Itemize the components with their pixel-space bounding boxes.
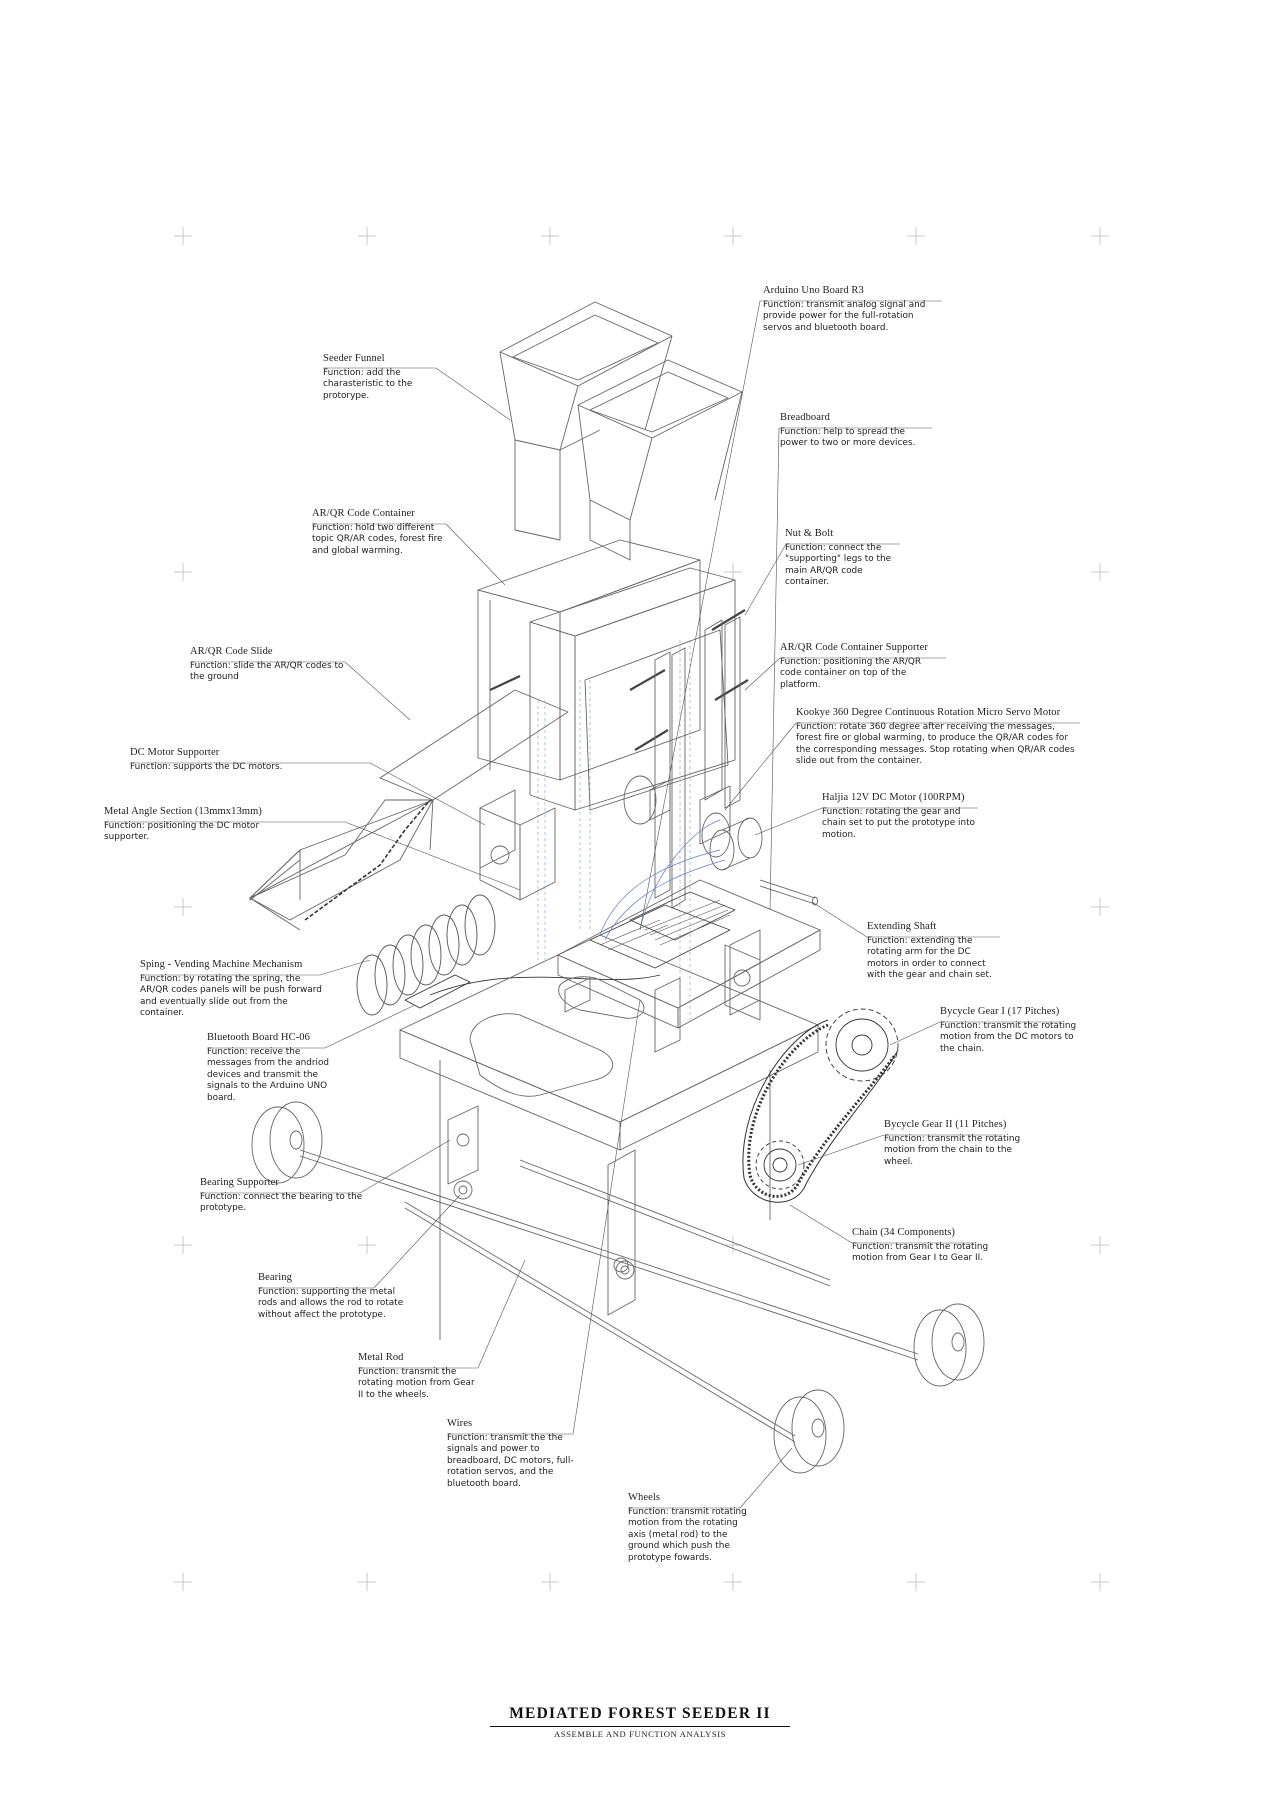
component-description: Function: hold two different topic QR/AR… <box>312 523 443 556</box>
component-description: Function: transmit the the signals and p… <box>447 1433 574 1489</box>
component-description: Function: positioning the DC motor suppo… <box>104 821 260 843</box>
dc-supporter-shape <box>479 789 761 1021</box>
label-bearing-supporter: Bearing Supporter Function: connect the … <box>200 1177 380 1215</box>
metal-rod-shape <box>299 1149 919 1443</box>
component-title: Kookye 360 Degree Continuous Rotation Mi… <box>796 707 1061 718</box>
container-shape <box>477 539 736 811</box>
component-title: Bycycle Gear II (11 Pitches) <box>884 1119 1007 1130</box>
label-container-supporter: AR/QR Code Container Supporter Function:… <box>780 642 945 691</box>
component-description: Function: transmit the rotating motion f… <box>852 1242 989 1264</box>
chain-shape <box>742 1019 899 1203</box>
label-dc-motor: Haljia 12V DC Motor (100RPM) Function: r… <box>822 792 977 841</box>
dc-motor-shape <box>709 817 763 871</box>
guide-lines <box>537 640 691 1020</box>
label-arqr-container: AR/QR Code Container Function: hold two … <box>312 508 452 557</box>
component-title: Bycycle Gear I (17 Pitches) <box>940 1006 1060 1017</box>
component-description: Function: supporting the metal rods and … <box>258 1287 404 1320</box>
component-title: Bearing Supporter <box>200 1177 279 1188</box>
label-seeder-funnel: Seeder Funnel Function: add the charaste… <box>323 353 443 402</box>
component-title: Nut & Bolt <box>785 528 834 539</box>
bluetooth-shape <box>404 974 661 1009</box>
extending-shaft-shape <box>759 879 818 906</box>
label-metal-rod: Metal Rod Function: transmit the rotatin… <box>358 1352 478 1401</box>
document-title: MEDIATED FOREST SEEDER II <box>490 1705 790 1727</box>
component-description: Function: rotating the gear and chain se… <box>822 807 975 840</box>
component-title: Seeder Funnel <box>323 353 385 364</box>
label-nut-bolt: Nut & Bolt Function: connect the "suppor… <box>785 528 900 589</box>
component-title: Arduino Uno Board R3 <box>763 285 864 296</box>
label-bearing: Bearing Function: supporting the metal r… <box>258 1272 408 1321</box>
component-title: Wires <box>447 1418 473 1429</box>
title-block: MEDIATED FOREST SEEDER II ASSEMBLE AND F… <box>490 1705 790 1739</box>
label-gear2: Bycycle Gear II (11 Pitches) Function: t… <box>884 1119 1034 1168</box>
label-arduino: Arduino Uno Board R3 Function: transmit … <box>763 285 943 334</box>
component-description: Function: by rotating the spring, the AR… <box>140 974 322 1019</box>
base-shape <box>399 934 819 1151</box>
component-title: DC Motor Supporter <box>130 747 220 758</box>
registration-marks <box>173 226 1110 1592</box>
component-description: Function: rotate 360 degree after receiv… <box>796 722 1075 767</box>
seeder-funnel-shape <box>499 301 743 561</box>
label-servo: Kookye 360 Degree Continuous Rotation Mi… <box>796 707 1081 768</box>
component-title: Bearing <box>258 1272 292 1283</box>
platform-shape <box>557 879 821 1029</box>
component-description: Function: supports the DC motors. <box>130 762 283 772</box>
component-description: Function: slide the AR/QR codes to the g… <box>190 661 344 683</box>
wheels-shape <box>251 1101 985 1474</box>
label-extending-shaft: Extending Shaft Function: extending the … <box>867 921 1002 982</box>
component-description: Function: transmit the rotating motion f… <box>358 1367 475 1400</box>
component-title: Wheels <box>628 1492 661 1503</box>
component-title: Metal Rod <box>358 1352 404 1363</box>
legs-shape <box>439 1060 771 1340</box>
label-wires: Wires Function: transmit the the signals… <box>447 1418 577 1490</box>
component-title: Bluetooth Board HC-06 <box>207 1032 311 1043</box>
component-title: Chain (34 Components) <box>852 1227 956 1238</box>
document-subtitle: ASSEMBLE AND FUNCTION ANALYSIS <box>553 1729 727 1739</box>
label-bluetooth: Bluetooth Board HC-06 Function: receive … <box>207 1032 347 1104</box>
label-metal-angle: Metal Angle Section (13mmx13mm) Function… <box>104 806 304 844</box>
gears-shape <box>755 1008 899 1190</box>
component-description: Function: connect the bearing to the pro… <box>200 1192 363 1214</box>
label-chain: Chain (34 Components) Function: transmit… <box>852 1227 1012 1265</box>
component-title: Haljia 12V DC Motor (100RPM) <box>822 792 965 803</box>
component-description: Function: extending the rotating arm for… <box>867 936 992 981</box>
label-gear1: Bycycle Gear I (17 Pitches) Function: tr… <box>940 1006 1090 1055</box>
component-description: Function: positioning the AR/QR code con… <box>780 657 922 690</box>
component-title: AR/QR Code Container Supporter <box>780 642 928 653</box>
component-description: Function: connect the "supporting" legs … <box>785 543 892 588</box>
component-title: Sping - Vending Machine Mechanism <box>140 959 303 970</box>
component-title: AR/QR Code Container <box>312 508 415 519</box>
label-spring: Sping - Vending Machine Mechanism Functi… <box>140 959 325 1020</box>
component-title: Extending Shaft <box>867 921 937 932</box>
spring-shape <box>356 894 496 1016</box>
component-description: Function: transmit rotating motion from … <box>628 1507 747 1563</box>
label-dc-supporter: DC Motor Supporter Function: supports th… <box>130 747 305 773</box>
label-wheels: Wheels Function: transmit rotating motio… <box>628 1492 758 1564</box>
servo-shape <box>623 775 731 858</box>
component-title: AR/QR Code Slide <box>190 646 273 657</box>
component-description: Function: transmit analog signal and pro… <box>763 300 926 333</box>
component-description: Function: transmit the rotating motion f… <box>884 1134 1021 1167</box>
component-title: Metal Angle Section (13mmx13mm) <box>104 806 262 817</box>
label-breadboard: Breadboard Function: help to spread the … <box>780 412 930 450</box>
bolts-shape <box>489 609 749 751</box>
component-description: Function: add the charasteristic to the … <box>323 368 413 401</box>
component-title: Breadboard <box>780 412 830 423</box>
label-arqr-slide: AR/QR Code Slide Function: slide the AR/… <box>190 646 350 684</box>
component-description: Function: help to spread the power to tw… <box>780 427 916 449</box>
leader-lines <box>104 300 1080 1509</box>
component-description: Function: receive the messages from the … <box>207 1047 330 1103</box>
component-description: Function: transmit the rotating motion f… <box>940 1021 1077 1054</box>
blue-wires <box>599 819 726 941</box>
